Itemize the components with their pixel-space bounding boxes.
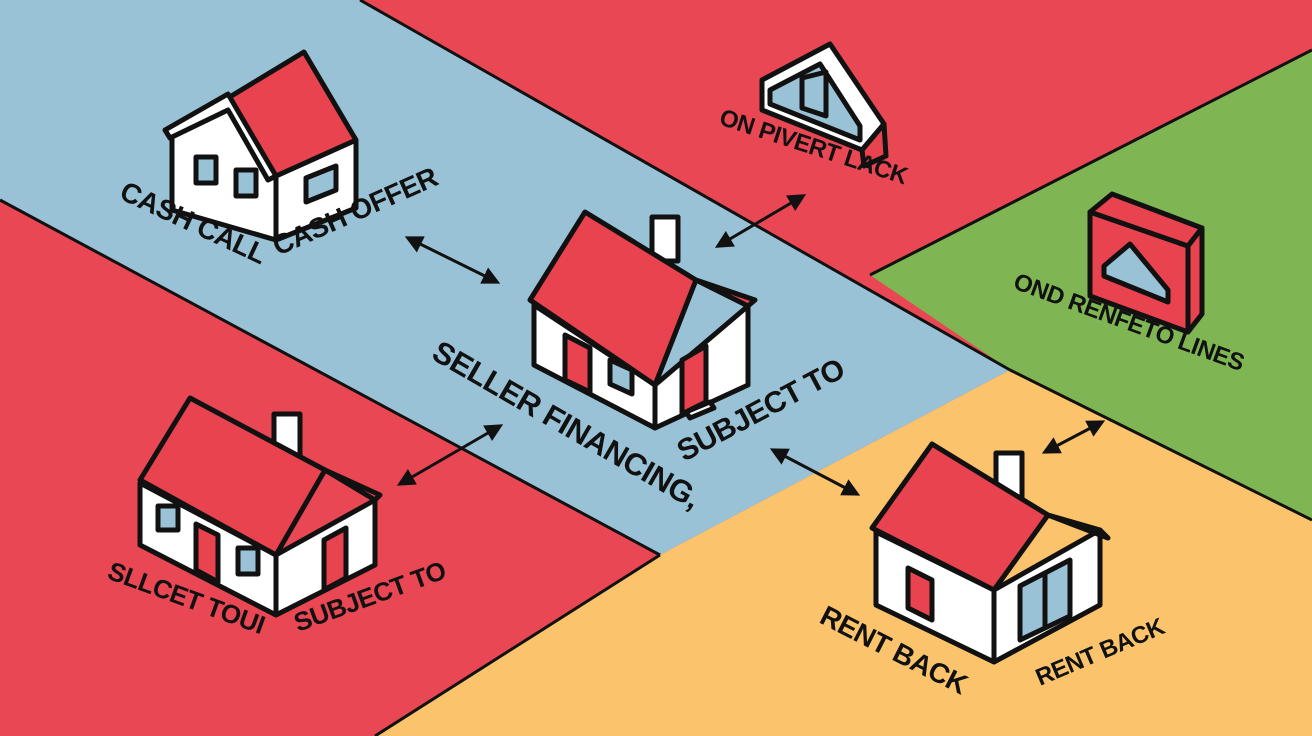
attic-box-icon: [1087, 191, 1205, 335]
house-top-left: [162, 49, 359, 243]
house-bottom-left: [137, 395, 383, 618]
connector-arrows: [396, 194, 1106, 496]
arrow-right-to-green: [1041, 420, 1106, 454]
arrow-cash-to-center: [404, 236, 501, 284]
house-bottom-right: [869, 441, 1111, 665]
house-center: [527, 209, 758, 431]
house-attic-top: [759, 41, 889, 169]
arrow-center-to-attic: [714, 194, 807, 248]
arrow-left-to-center: [396, 424, 504, 486]
arrow-center-to-right: [769, 448, 861, 496]
region-yellow: [375, 370, 1312, 736]
